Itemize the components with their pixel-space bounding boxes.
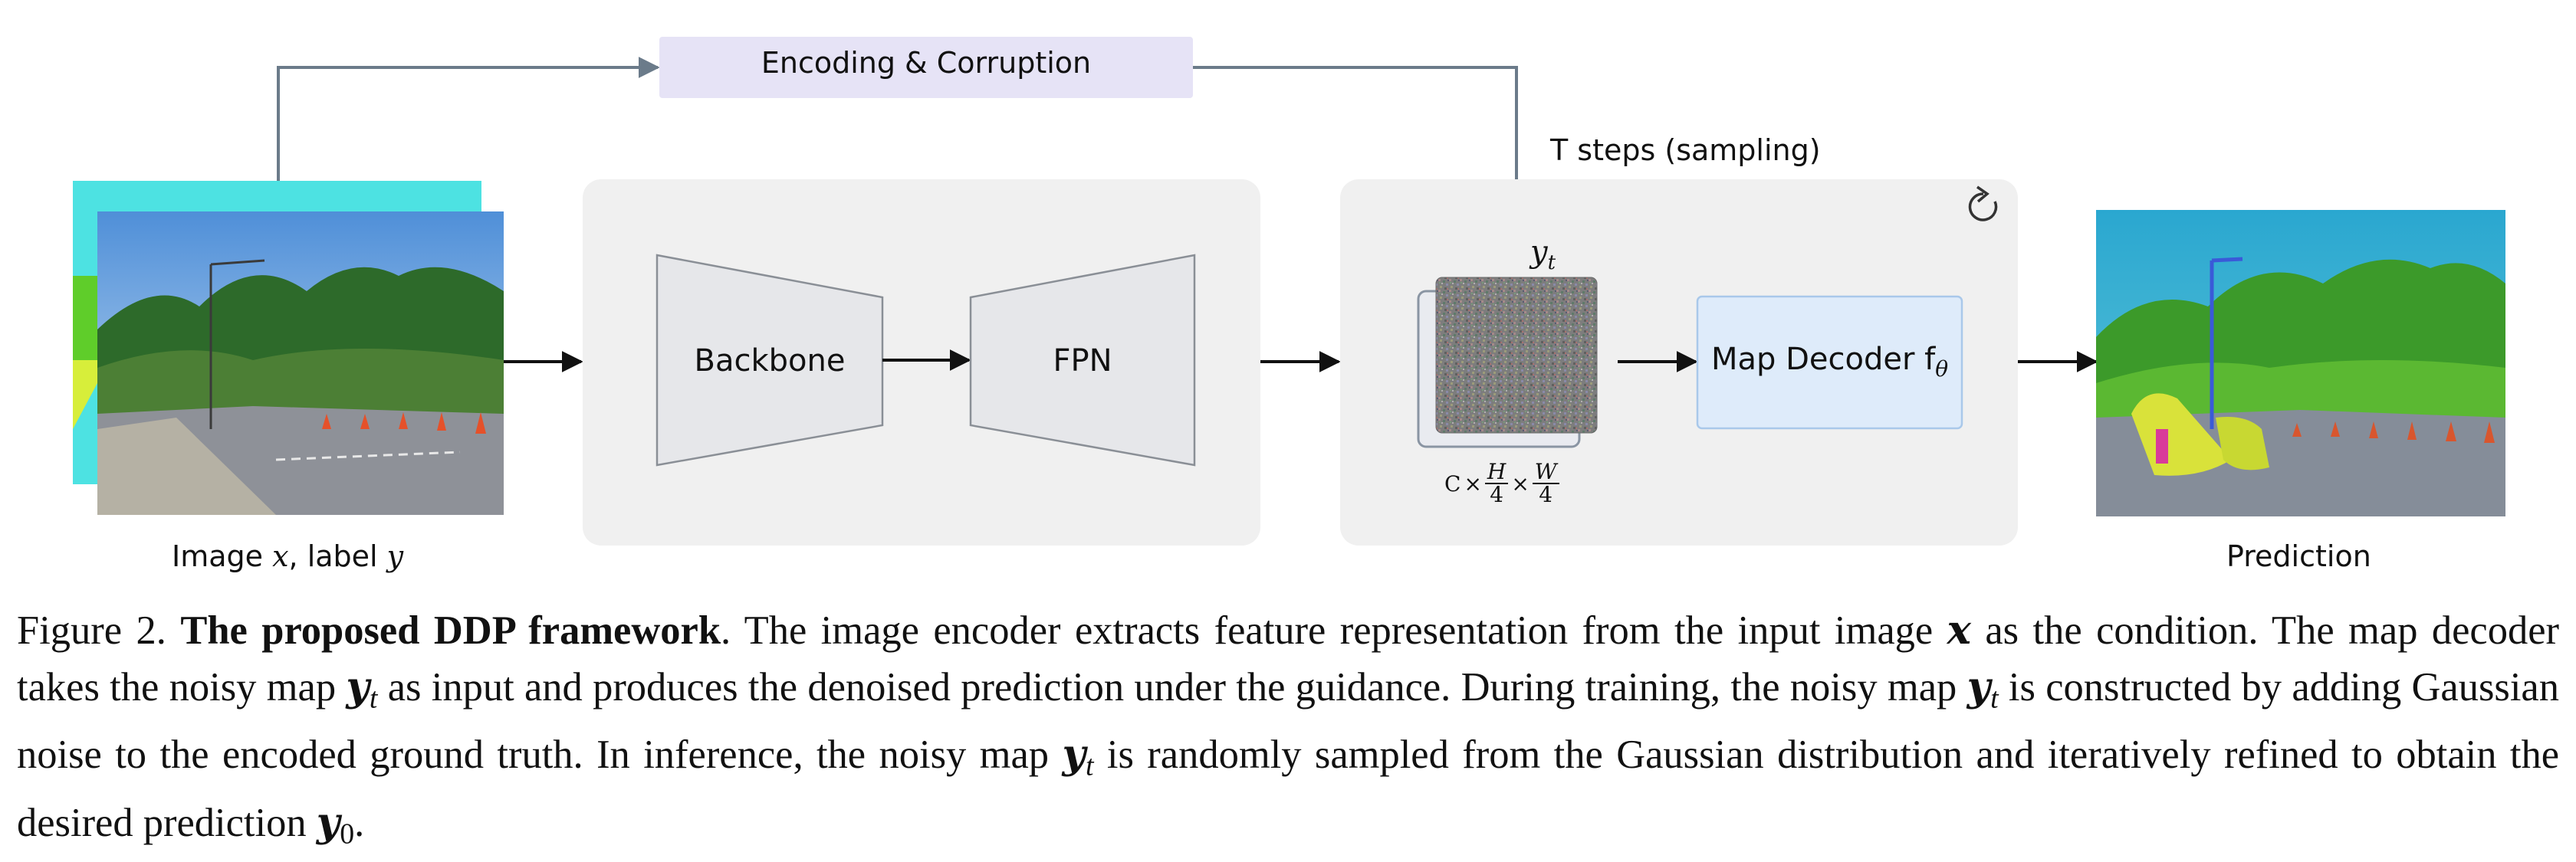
map-decoder-label: Map Decoder fθ <box>1710 342 1949 382</box>
refresh-icon <box>1968 185 1998 221</box>
fpn-block <box>969 254 1196 467</box>
noisy-map-yt <box>1435 277 1598 434</box>
tensor-shape-label: C × H 4 × W 4 <box>1444 461 1559 506</box>
t-steps-label: T steps (sampling) <box>1550 133 1821 167</box>
encoding-corruption-label: Encoding & Corruption <box>761 46 1092 80</box>
encoding-flow-arrow-in <box>277 57 660 181</box>
caption-title: The proposed DDP framework <box>180 608 721 653</box>
caption-var-x: x <box>1947 607 1971 654</box>
encoding-corruption-box <box>659 37 1193 98</box>
prediction-segmentation-map <box>2096 210 2505 516</box>
caption-figure-number: Figure 2. <box>17 608 166 653</box>
input-street-image <box>97 211 504 515</box>
fpn-label: FPN <box>1053 343 1112 379</box>
input-image-stack <box>73 181 504 515</box>
backbone-label: Backbone <box>694 343 846 379</box>
input-image-label: Image x, label y <box>172 539 404 573</box>
prediction-label: Prediction <box>2226 539 2371 573</box>
diagram-canvas <box>73 37 2505 546</box>
yt-label: yt <box>1530 234 1556 274</box>
backbone-block <box>656 254 884 467</box>
image-encoder-panel <box>583 179 1260 546</box>
map-decoder-box <box>1696 295 1963 430</box>
ddp-framework-figure: Encoding & Corruption T steps (sampling)… <box>73 37 2505 573</box>
figure-caption: Figure 2. The proposed DDP framework. Th… <box>17 607 2560 851</box>
